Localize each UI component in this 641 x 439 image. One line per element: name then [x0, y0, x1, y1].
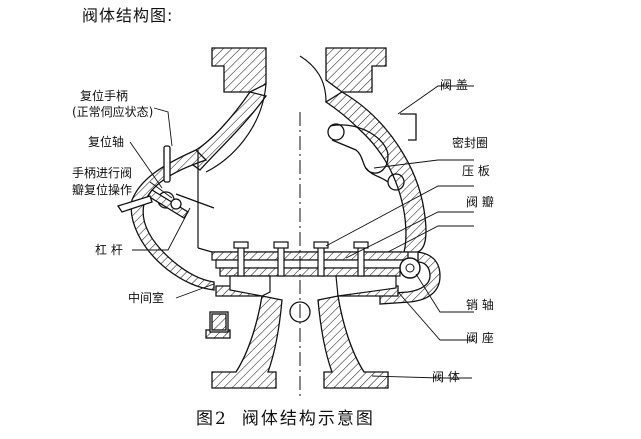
figure-number: 图2: [196, 409, 228, 429]
flap-assembly: [211, 241, 409, 297]
label-handle-operation-line2: 瓣复位操作: [72, 183, 133, 197]
pin-shaft: [399, 257, 421, 279]
bonnet-wall: [324, 91, 427, 253]
figure-caption: 图2 阀体结构示意图: [196, 404, 375, 429]
label-seal-ring: 密封圈: [452, 136, 489, 150]
label-middle-chamber: 中间室: [128, 291, 165, 305]
label-lever: 杠 杆: [95, 243, 123, 257]
bonnet-latch: [327, 113, 417, 191]
left-body-shell: [130, 149, 215, 291]
label-reset-handle: 复位手柄: [80, 89, 129, 103]
leader-lines: [129, 85, 474, 379]
figure-title: 阀体结构示意图: [241, 409, 375, 429]
label-body: 阀 体: [432, 370, 460, 384]
label-flap: 阀 瓣: [466, 195, 494, 209]
reset-mechanism: [116, 145, 215, 219]
label-handle-operation-line1: 手柄进行阀: [72, 166, 133, 180]
label-reset-shaft: 复位轴: [88, 135, 125, 149]
label-press-plate: 压 板: [462, 164, 490, 178]
diagram-heading: 阀体结构图:: [82, 6, 174, 25]
label-reset-handle-note: (正常伺应状态): [72, 105, 154, 119]
left-upper-wall: [184, 91, 268, 171]
label-pin-shaft: 销 轴: [466, 298, 494, 312]
label-seat: 阀 座: [466, 331, 494, 345]
lower-body: [205, 285, 399, 389]
top-flange: [211, 47, 387, 93]
label-bonnet: 阀 盖: [440, 78, 468, 92]
